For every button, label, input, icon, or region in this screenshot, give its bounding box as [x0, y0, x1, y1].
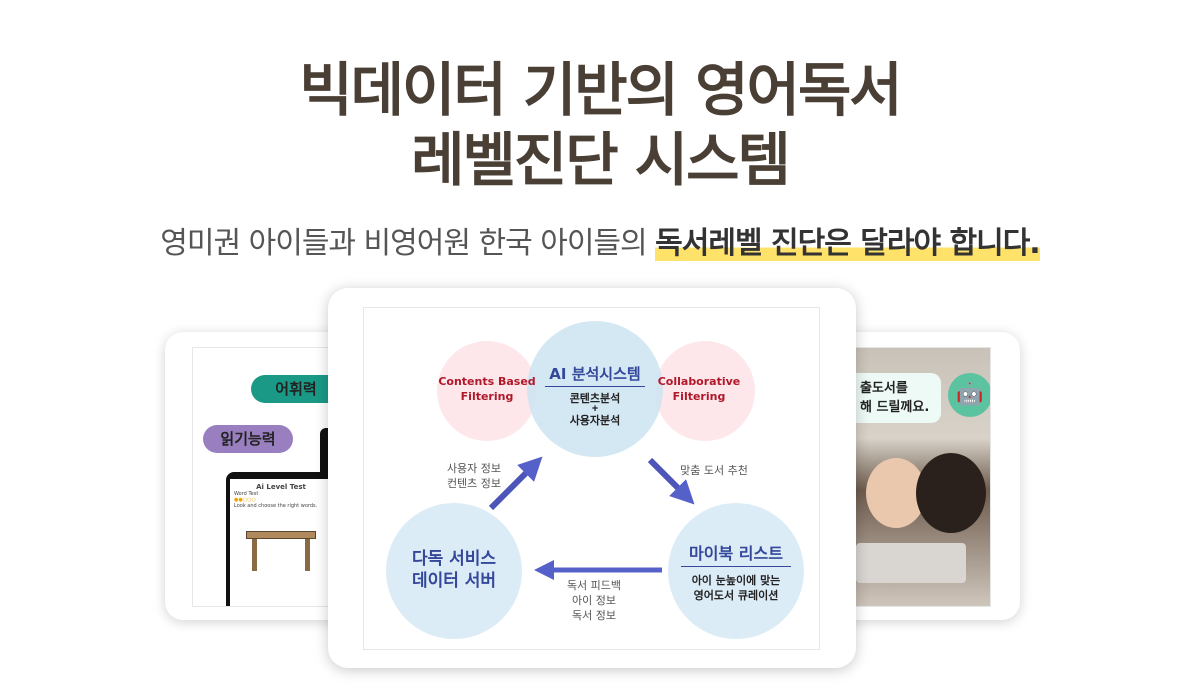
mybook-line2: 영어도서 큐레이션 [693, 589, 779, 602]
test-section: Word Test [234, 491, 259, 497]
tablet [856, 543, 966, 583]
page-title-line1: 빅데이터 기반의 영어독서 [299, 56, 902, 124]
ai-system-title: AI 분석시스템 [545, 363, 645, 387]
page-title-line2: 레벨진단 시스템 [411, 126, 791, 194]
ai-system-text: AI 분석시스템 콘텐츠분석 + 사용자분석 [545, 363, 645, 427]
collab-filter-line2: Filtering [672, 390, 726, 403]
mybook-title: 마이북 리스트 [681, 540, 791, 567]
ai-line2: 사용자분석 [569, 414, 621, 427]
children-photo: 출도서를 해 드릴께요. 🤖 [855, 347, 991, 607]
server-circle [386, 503, 522, 639]
arrows [488, 456, 695, 580]
subtitle-plain: 영미권 아이들과 비영어원 한국 아이들의 [160, 226, 656, 261]
stars: ●●○○○ [234, 497, 256, 503]
bubble-line1: 출도서를 [860, 381, 908, 396]
mybook-circle [668, 503, 804, 639]
arrow-down-label: 맞춤 도서 추천 [680, 464, 748, 477]
server-line1: 다독 서비스 [411, 549, 497, 569]
pill-vocabulary: 어휘력 [251, 375, 331, 403]
arrow-up-right [488, 456, 543, 511]
boy-head [916, 453, 986, 533]
label-reading-info: 독서 정보 [572, 609, 616, 622]
contents-filter-circle [437, 341, 537, 441]
pill-reading: 읽기능력 [203, 425, 293, 453]
mybook-line1: 아이 눈높이에 맞는 [691, 574, 781, 587]
subtitle-highlight: 독서레벨 진단은 달라야 합니다. [655, 226, 1041, 261]
ai-system-circle [527, 321, 663, 457]
test-title: Ai Level Test [256, 483, 306, 491]
label-feedback: 독서 피드백 [566, 579, 622, 592]
tablet: Ai Level Test Word Test ●●○○○ Look and c… [226, 472, 331, 606]
label-child-info: 아이 정보 [572, 594, 616, 607]
ai-plus: + [591, 404, 599, 414]
robot-icon: 🤖 [948, 373, 990, 417]
collab-filter-line1: Collaborative [657, 375, 741, 388]
right-card: 출도서를 해 드릴께요. 🤖 [830, 332, 1020, 620]
level-test-image: 어휘력 읽기능력 Ai Level Test Word Test ●●○○○ L… [192, 347, 332, 607]
table-legs [252, 539, 310, 571]
contents-filter-line2: Filtering [460, 390, 514, 403]
mybook-text: 마이북 리스트 아이 눈높이에 맞는 영어도서 큐레이션 [681, 540, 791, 603]
subtitle: 영미권 아이들과 비영어원 한국 아이들의 독서레벨 진단은 달라야 합니다. [0, 218, 1200, 262]
collab-filter-circle [655, 341, 755, 441]
speech-bubble: 출도서를 해 드릴께요. [856, 373, 941, 423]
contents-filter-line1: Contents Based [438, 375, 536, 388]
bubble-line2: 해 드릴께요. [860, 400, 930, 415]
arrow-down-right [647, 457, 695, 505]
ai-line1: 콘텐츠분석 [569, 392, 621, 405]
server-line2: 데이터 서버 [411, 571, 497, 591]
test-instruction: Look and choose the right words. [234, 503, 318, 509]
label-user-info: 사용자 정보 [446, 462, 502, 475]
label-content-info: 컨텐츠 정보 [446, 477, 502, 490]
table-icon [246, 531, 316, 539]
